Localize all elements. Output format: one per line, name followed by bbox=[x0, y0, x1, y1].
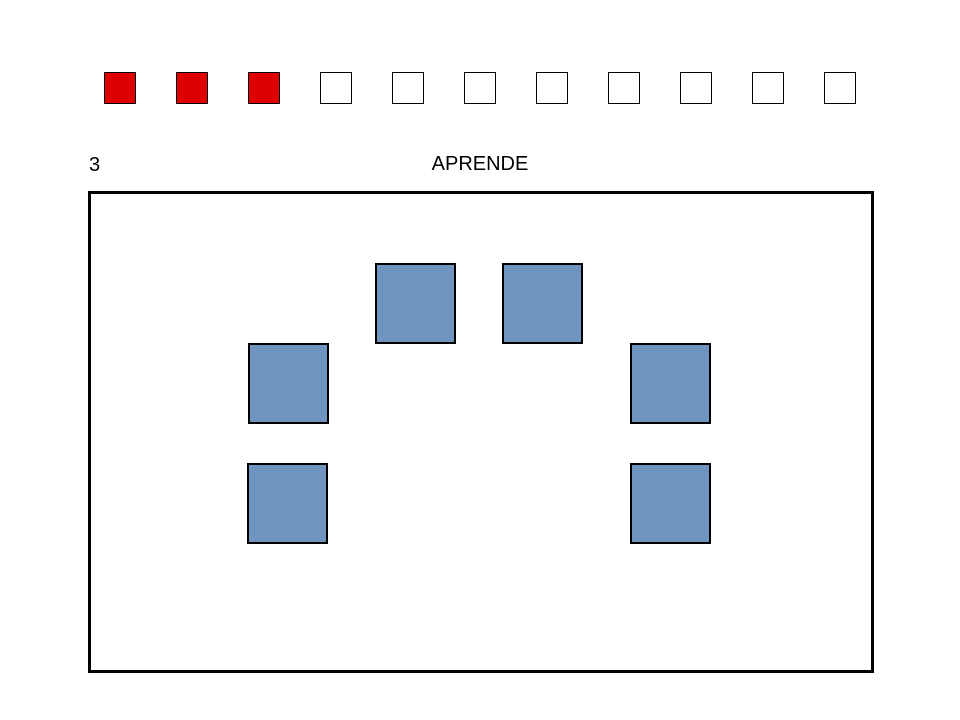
progress-step bbox=[104, 72, 136, 104]
board-tile[interactable] bbox=[502, 263, 583, 344]
trial-number: 3 bbox=[89, 154, 101, 176]
progress-step bbox=[824, 72, 856, 104]
progress-step bbox=[608, 72, 640, 104]
progress-step bbox=[464, 72, 496, 104]
progress-step bbox=[680, 72, 712, 104]
progress-step bbox=[248, 72, 280, 104]
progress-step bbox=[752, 72, 784, 104]
progress-step bbox=[176, 72, 208, 104]
board-tile[interactable] bbox=[248, 343, 329, 424]
board-tile[interactable] bbox=[630, 343, 711, 424]
board-tile[interactable] bbox=[630, 463, 711, 544]
progress-step bbox=[320, 72, 352, 104]
mode-label: APRENDE bbox=[431, 153, 529, 175]
progress-step bbox=[536, 72, 568, 104]
board-tile[interactable] bbox=[247, 463, 328, 544]
board-tile[interactable] bbox=[375, 263, 456, 344]
progress-step bbox=[392, 72, 424, 104]
game-board bbox=[88, 191, 874, 673]
